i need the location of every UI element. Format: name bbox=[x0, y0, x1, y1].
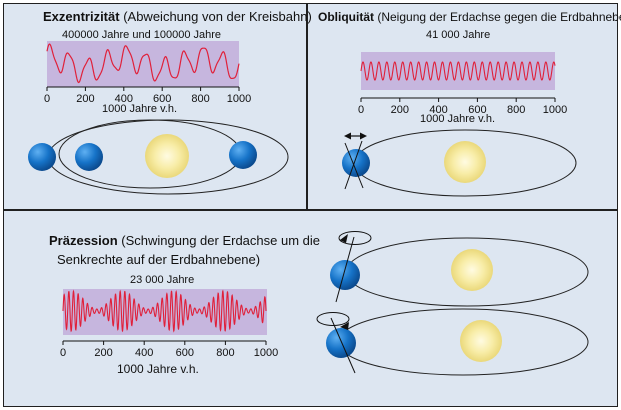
eccentricity-tick-label: 200 bbox=[76, 93, 94, 105]
obliquity-earth bbox=[342, 149, 370, 177]
precession-sun-lower bbox=[460, 320, 502, 362]
obliquity-tick-label: 1000 bbox=[543, 104, 567, 116]
obliquity-period-label: 41 000 Jahre bbox=[426, 29, 491, 41]
precession-sun-upper bbox=[451, 249, 493, 291]
precession-earth-lower bbox=[326, 328, 356, 358]
earth-right bbox=[229, 141, 257, 169]
obliquity-title: Obliquität bbox=[318, 10, 374, 24]
precession-title: Präzession bbox=[49, 233, 118, 248]
precession-tick-label: 400 bbox=[135, 347, 153, 359]
eccentricity-heading: Exzentrizität (Abweichung von der Kreisb… bbox=[43, 9, 312, 24]
precession-tick-label: 600 bbox=[176, 347, 194, 359]
precession-subtitle-line2: Senkrechte auf der Erdbahnebene) bbox=[57, 252, 261, 267]
obliquity-sun bbox=[444, 141, 486, 183]
precession-curve bbox=[62, 289, 267, 333]
eccentricity-tick-label: 0 bbox=[44, 93, 50, 105]
earth-middle bbox=[75, 143, 103, 171]
earth-left bbox=[28, 143, 56, 171]
precession-heading: Präzession (Schwingung der Erdachse um d… bbox=[49, 233, 320, 248]
eccentricity-subtitle: (Abweichung von der Kreisbahn) bbox=[123, 9, 312, 24]
precession-tick-label: 0 bbox=[60, 347, 66, 359]
obliquity-tick-label: 600 bbox=[468, 104, 486, 116]
eccentricity-panel bbox=[3, 3, 307, 210]
obliquity-subtitle: (Neigung der Erdachse gegen die Erdbahne… bbox=[377, 10, 621, 24]
eccentricity-axis-label: 1000 Jahre v.h. bbox=[102, 103, 178, 115]
precession-axis-upper bbox=[335, 236, 355, 303]
precession-tick-label: 200 bbox=[94, 347, 112, 359]
eccentricity-tick-label: 400 bbox=[115, 93, 133, 105]
precession-cone-lower bbox=[316, 312, 350, 326]
obliquity-tick-label: 400 bbox=[429, 104, 447, 116]
precession-arrow-lower-icon bbox=[340, 322, 349, 330]
eccentricity-title: Exzentrizität bbox=[43, 9, 120, 24]
precession-subtitle-line1: (Schwingung der Erdachse um die bbox=[121, 233, 321, 248]
obliquity-curve bbox=[360, 61, 556, 81]
eccentricity-plot-area bbox=[47, 41, 239, 87]
obliquity-axis-line-a bbox=[344, 142, 364, 189]
obliquity-ticks: 0 200 400 600 800 1000 bbox=[358, 98, 567, 116]
precession-axis-label: 1000 Jahre v.h. bbox=[117, 362, 199, 376]
precession-period-label: 23 000 Jahre bbox=[130, 274, 195, 286]
obliquity-axis-line-b bbox=[344, 140, 363, 190]
eccentricity-tick-label: 800 bbox=[191, 93, 209, 105]
eccentricity-period-label: 400000 Jahre und 100000 Jahre bbox=[62, 29, 222, 41]
precession-ticks: 0 200 400 600 800 1000 bbox=[60, 341, 278, 359]
obliquity-tick-label: 800 bbox=[507, 104, 525, 116]
eccentricity-tick-label: 600 bbox=[153, 93, 171, 105]
obliquity-tick-label: 200 bbox=[391, 104, 409, 116]
obliquity-tick-label: 0 bbox=[358, 104, 364, 116]
obliquity-plot-area bbox=[361, 52, 555, 90]
obliquity-heading: Obliquität (Neigung der Erdachse gegen d… bbox=[318, 10, 621, 24]
sun bbox=[145, 134, 189, 178]
precession-tick-label: 1000 bbox=[254, 347, 278, 359]
obliquity-axis-label: 1000 Jahre v.h. bbox=[420, 113, 496, 125]
precession-tick-label: 800 bbox=[216, 347, 234, 359]
precession-earth-upper bbox=[330, 260, 360, 290]
precession-axis-lower bbox=[330, 317, 356, 374]
eccentricity-tick-label: 1000 bbox=[227, 93, 251, 105]
precession-cone-upper bbox=[338, 231, 372, 245]
eccentricity-curve bbox=[46, 43, 240, 84]
eccentricity-ticks: 0 200 400 600 800 1000 bbox=[44, 87, 251, 105]
precession-arrow-upper-icon bbox=[340, 234, 348, 243]
